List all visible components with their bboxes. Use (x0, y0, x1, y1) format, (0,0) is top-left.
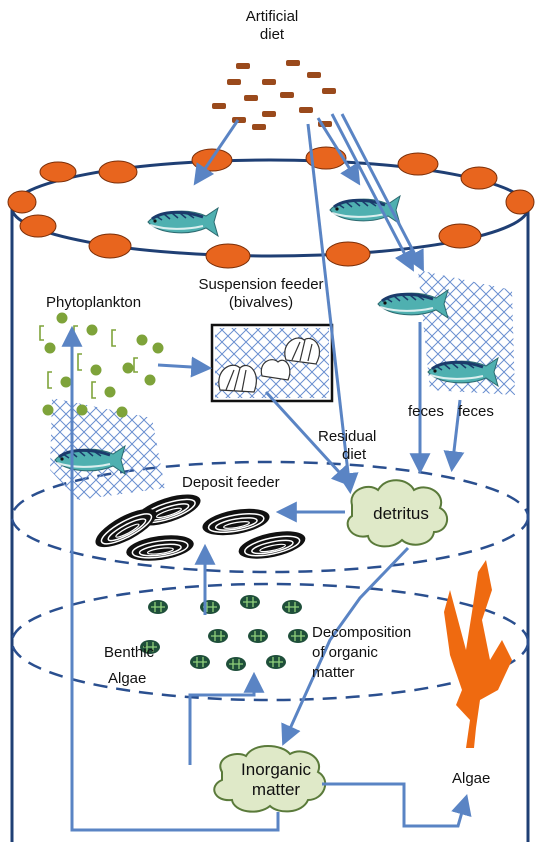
artificial-diet-label: Artificial diet (232, 8, 312, 44)
artificial-diet-line2: diet (232, 26, 312, 44)
decomposition-line3: matter (312, 664, 411, 682)
suspension-feeder-label: Suspension feeder (bivalves) (186, 276, 336, 312)
benthic-algae-cells (140, 595, 308, 671)
decomposition-line2: of organic (312, 644, 411, 662)
feces-left-label: feces (408, 403, 444, 421)
decomposition-line1: Decomposition (312, 624, 411, 642)
decomposition-label: Decomposition of organic matter (312, 624, 411, 682)
mussel-icon (90, 488, 307, 565)
suspension-feeder-line1: Suspension feeder (186, 276, 336, 294)
suspension-feeder-line2: (bivalves) (186, 294, 336, 312)
residual-diet-label: Residual diet (318, 428, 376, 464)
deposit-feeder-label: Deposit feeder (182, 474, 280, 492)
benthic-algae-line1: Benthic (104, 644, 154, 662)
inorganic-line2: matter (228, 780, 324, 800)
residual-diet-line2: diet (318, 446, 376, 464)
cage-floats (8, 147, 534, 268)
phytoplankton-label: Phytoplankton (46, 294, 141, 312)
seaweed-icon (444, 560, 512, 748)
residual-diet-line1: Residual (318, 428, 376, 446)
inorganic-line1: Inorganic (228, 760, 324, 780)
detritus-label: detritus (366, 504, 436, 524)
cage-cylinder (12, 160, 528, 842)
benthic-algae-label: Benthic Algae (104, 644, 154, 688)
algae-label: Algae (452, 770, 490, 788)
benthic-algae-line2: Algae (104, 670, 154, 688)
suspension-feeder-box (212, 325, 332, 401)
feces-right-label: feces (458, 403, 494, 421)
inorganic-matter-label: Inorganic matter (228, 760, 324, 800)
artificial-diet-line1: Artificial (232, 8, 312, 26)
